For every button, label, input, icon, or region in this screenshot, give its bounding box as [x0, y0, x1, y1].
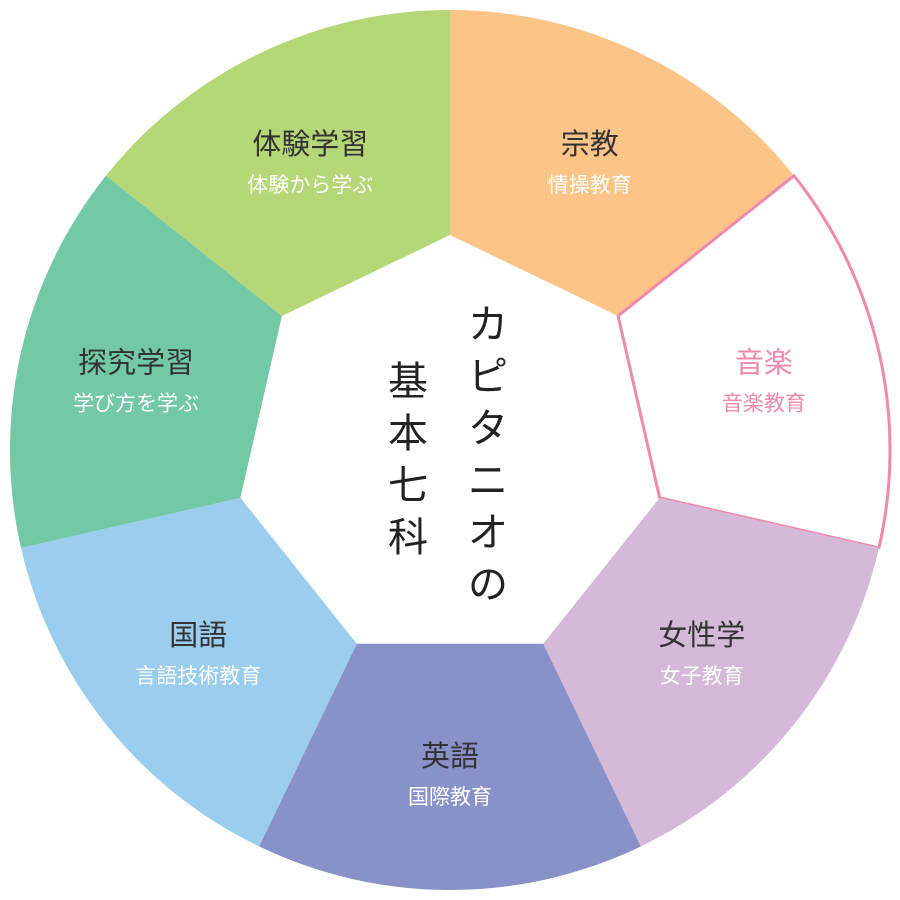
segment-shape — [21, 497, 357, 847]
center-text-left-char: 科 — [388, 515, 428, 561]
segment-subtitle: 学び方を学ぶ — [73, 391, 199, 415]
center-text-right-char: の — [468, 562, 508, 608]
segment-shape — [9, 175, 282, 548]
segment-subtitle: 情操教育 — [548, 173, 632, 197]
center-text-left-char: 本 — [388, 411, 428, 457]
segment-subtitle: 音楽教育 — [722, 391, 806, 415]
segment-subtitle: 体験から学ぶ — [247, 173, 373, 197]
segments-layer: 宗教情操教育音楽音楽教育女性学女子教育英語国際教育国語言語技術教育探究学習学び方… — [9, 9, 892, 890]
segment-shape — [105, 9, 451, 316]
segment-subtitle: 女子教育 — [660, 664, 744, 688]
center-text-left-char: 七 — [388, 463, 428, 509]
segment-shape — [543, 497, 879, 847]
segment-subtitle: 言語技術教育 — [135, 664, 261, 688]
center-text-right-char: オ — [468, 510, 508, 556]
segment-shape — [259, 643, 641, 890]
center-text-right-char: カ — [468, 302, 508, 348]
segment-title: 英語 — [421, 739, 479, 773]
segment-shape — [450, 10, 795, 316]
segment-shape — [616, 174, 892, 550]
segment-title: 音楽 — [735, 345, 793, 379]
segment-title: 探究学習 — [78, 345, 194, 379]
segment-title: 女性学 — [658, 618, 745, 652]
center-text-right-char: タ — [468, 406, 508, 452]
center-text-left-char: 基 — [388, 359, 428, 405]
segment-subtitle: 国際教育 — [408, 785, 492, 809]
segment-title: 国語 — [169, 618, 227, 652]
segment-title: 宗教 — [561, 127, 619, 161]
center-text-right-char: ニ — [468, 458, 508, 504]
segment-title: 体験学習 — [252, 127, 368, 161]
center-text-right-char: ピ — [468, 354, 508, 400]
